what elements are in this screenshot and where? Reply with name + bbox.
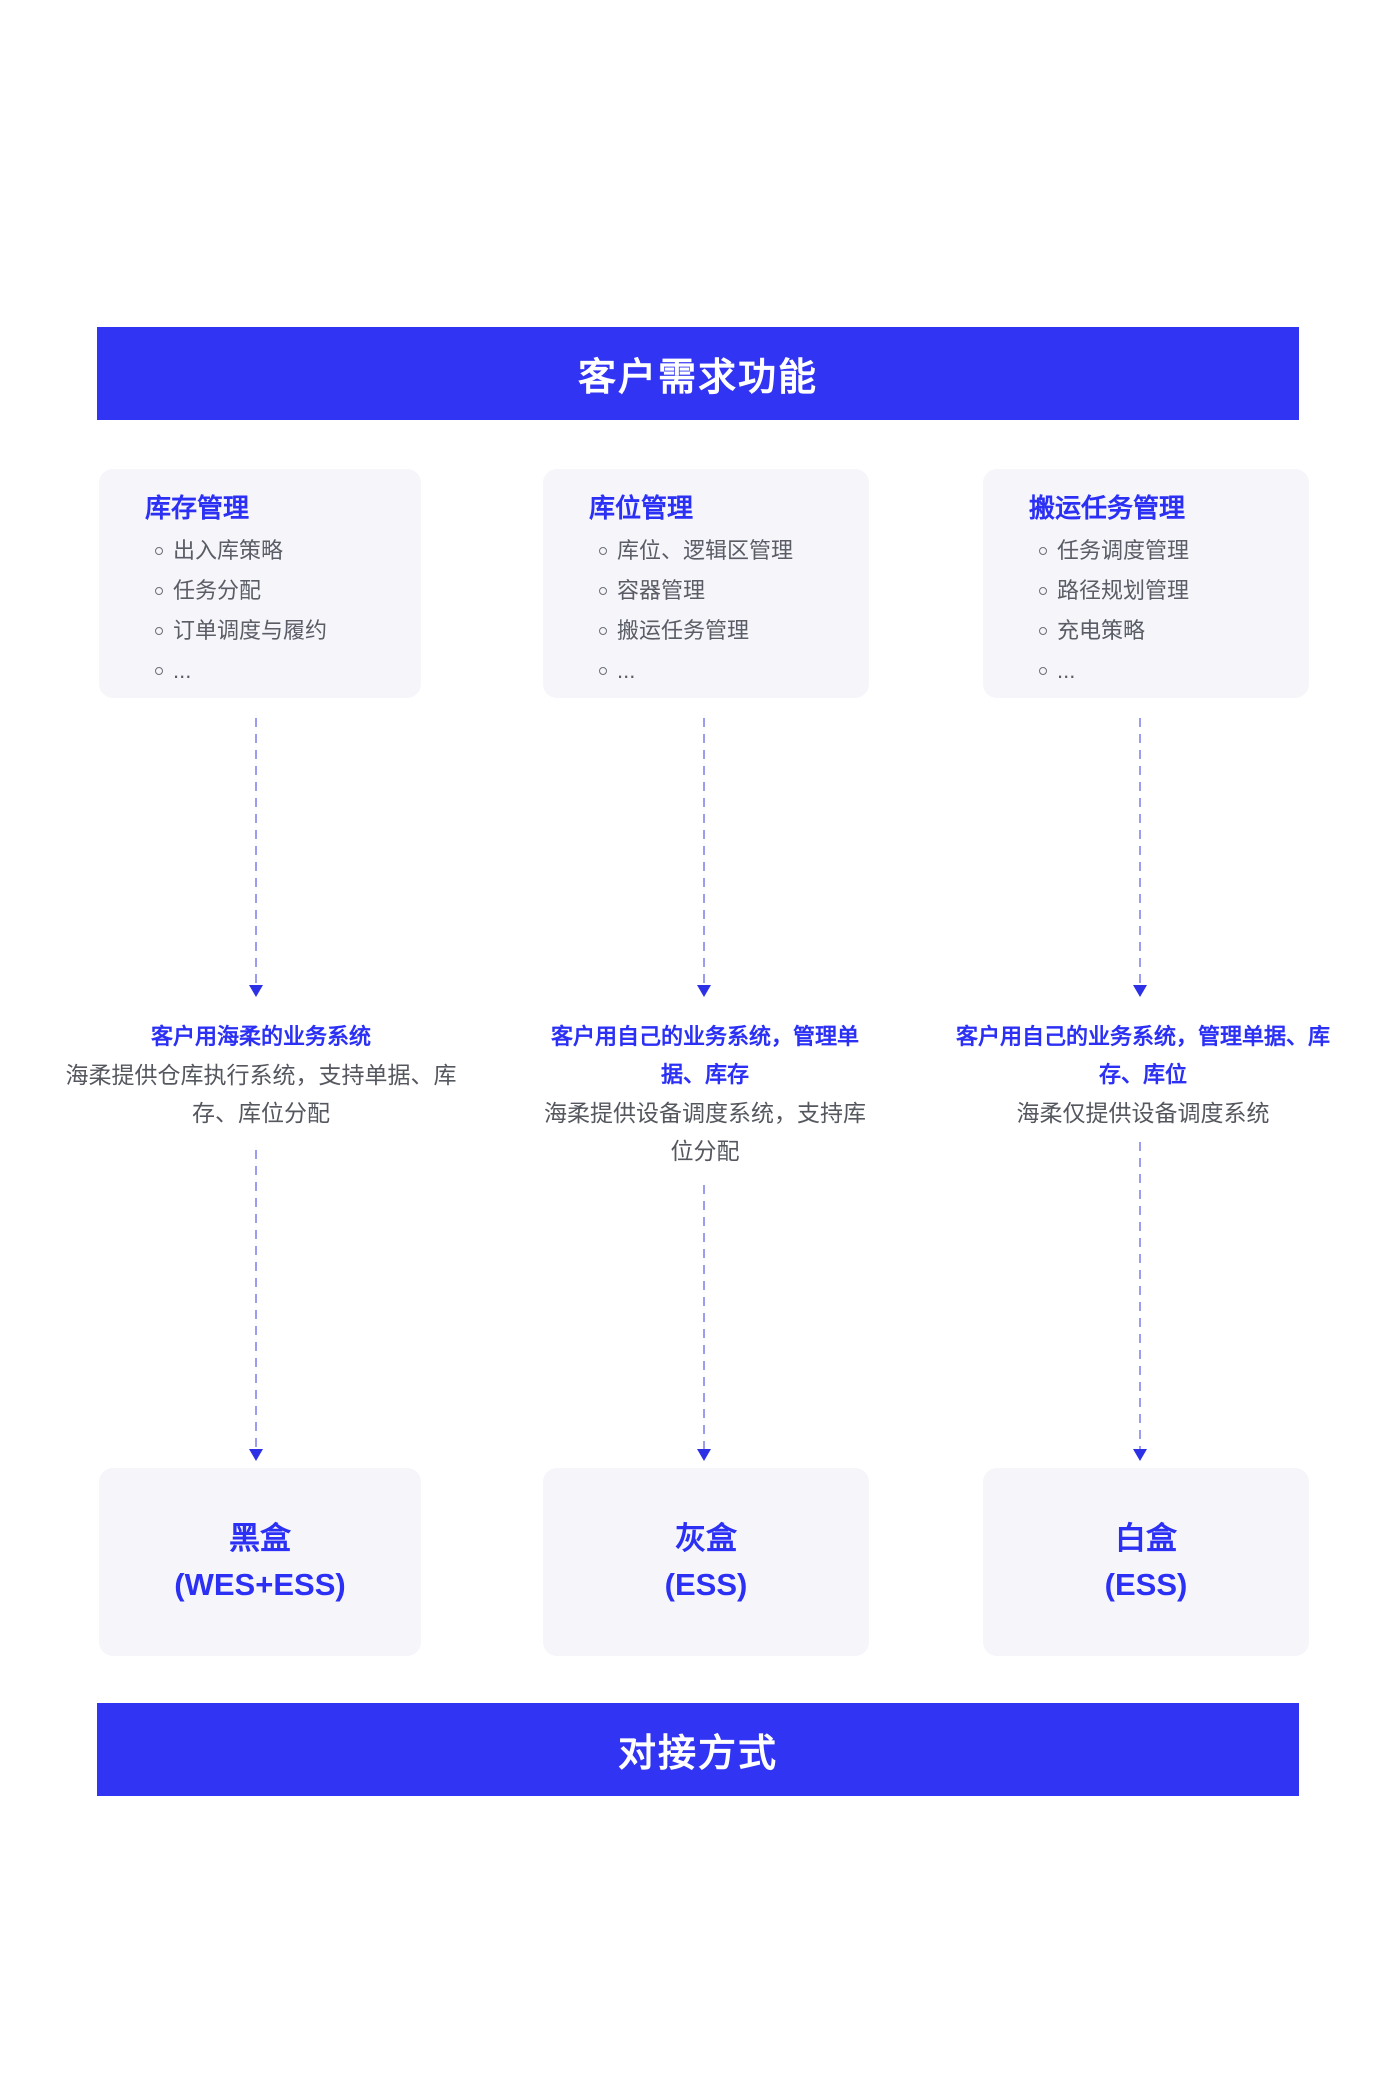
- header-banner: 客户需求功能: [97, 327, 1299, 420]
- dashed-arrow: [1133, 718, 1147, 997]
- dashed-arrow: [249, 718, 263, 997]
- circle-bullet-icon: [599, 587, 607, 595]
- middle-description: 海柔提供设备调度系统，支持库位分配: [544, 1100, 866, 1164]
- circle-bullet-icon: [1039, 627, 1047, 635]
- list-item: ...: [599, 651, 849, 691]
- box-subtitle: (ESS): [1104, 1567, 1188, 1602]
- circle-bullet-icon: [155, 547, 163, 555]
- list-item: 订单调度与履约: [155, 611, 401, 651]
- circle-bullet-icon: [599, 547, 607, 555]
- circle-bullet-icon: [1039, 587, 1047, 595]
- card-title: 库存管理: [145, 493, 250, 523]
- arrow-down-icon: [1133, 1449, 1147, 1461]
- dashed-arrow: [1133, 1142, 1147, 1461]
- middle-text-block: 客户用自己的业务系统，管理单据、库存、库位 海柔仅提供设备调度系统: [936, 1018, 1350, 1132]
- card-title: 搬运任务管理: [1029, 493, 1186, 523]
- header-banner-title: 客户需求功能: [577, 357, 818, 399]
- circle-bullet-icon: [155, 667, 163, 675]
- list-item: 任务调度管理: [1039, 531, 1289, 571]
- middle-description: 海柔仅提供设备调度系统: [1016, 1100, 1270, 1126]
- arrow-down-icon: [697, 1449, 711, 1461]
- result-box-gray: 灰盒 (ESS): [543, 1468, 869, 1656]
- box-subtitle: (ESS): [664, 1567, 748, 1602]
- middle-text-block: 客户用海柔的业务系统 海柔提供仓库执行系统，支持单据、库存、库位分配: [58, 1018, 464, 1132]
- list-item: ...: [155, 651, 401, 691]
- circle-bullet-icon: [1039, 667, 1047, 675]
- list-item: 库位、逻辑区管理: [599, 531, 849, 571]
- arrow-down-icon: [249, 985, 263, 997]
- box-subtitle: (WES+ESS): [174, 1567, 346, 1602]
- list-item: 搬运任务管理: [599, 611, 849, 651]
- feature-card-inventory: 库存管理 出入库策略 任务分配 订单调度与履约 ...: [99, 469, 421, 698]
- circle-bullet-icon: [599, 667, 607, 675]
- card-title: 库位管理: [589, 493, 694, 523]
- circle-bullet-icon: [155, 627, 163, 635]
- list-item: 容器管理: [599, 571, 849, 611]
- list-item: ...: [1039, 651, 1289, 691]
- arrow-down-icon: [697, 985, 711, 997]
- feature-card-transport: 搬运任务管理 任务调度管理 路径规划管理 充电策略 ...: [983, 469, 1309, 698]
- box-title: 黑盒: [229, 1521, 291, 1556]
- dashed-arrow: [249, 1150, 263, 1461]
- card-item-list: 任务调度管理 路径规划管理 充电策略 ...: [1029, 531, 1289, 691]
- result-box-white: 白盒 (ESS): [983, 1468, 1309, 1656]
- result-box-black: 黑盒 (WES+ESS): [99, 1468, 421, 1656]
- middle-title: 客户用自己的业务系统，管理单据、库存、库位: [955, 1024, 1330, 1087]
- list-item: 出入库策略: [155, 531, 401, 571]
- card-item-list: 库位、逻辑区管理 容器管理 搬运任务管理 ...: [589, 531, 849, 691]
- box-title: 白盒: [1115, 1521, 1177, 1556]
- circle-bullet-icon: [155, 587, 163, 595]
- middle-title: 客户用自己的业务系统，管理单据、库存: [550, 1024, 859, 1087]
- footer-banner: 对接方式: [97, 1703, 1299, 1796]
- middle-title: 客户用海柔的业务系统: [150, 1024, 371, 1049]
- footer-banner-title: 对接方式: [617, 1733, 778, 1775]
- list-item: 路径规划管理: [1039, 571, 1289, 611]
- circle-bullet-icon: [1039, 547, 1047, 555]
- card-item-list: 出入库策略 任务分配 订单调度与履约 ...: [145, 531, 401, 691]
- box-title: 灰盒: [675, 1521, 737, 1556]
- list-item: 任务分配: [155, 571, 401, 611]
- dashed-arrow: [697, 718, 711, 997]
- middle-description: 海柔提供仓库执行系统，支持单据、库存、库位分配: [65, 1062, 457, 1126]
- arrow-down-icon: [1133, 985, 1147, 997]
- dashed-arrow: [697, 1185, 711, 1461]
- circle-bullet-icon: [599, 627, 607, 635]
- list-item: 充电策略: [1039, 611, 1289, 651]
- feature-card-location: 库位管理 库位、逻辑区管理 容器管理 搬运任务管理 ...: [543, 469, 869, 698]
- middle-text-block: 客户用自己的业务系统，管理单据、库存 海柔提供设备调度系统，支持库位分配: [535, 1018, 875, 1170]
- arrow-down-icon: [249, 1449, 263, 1461]
